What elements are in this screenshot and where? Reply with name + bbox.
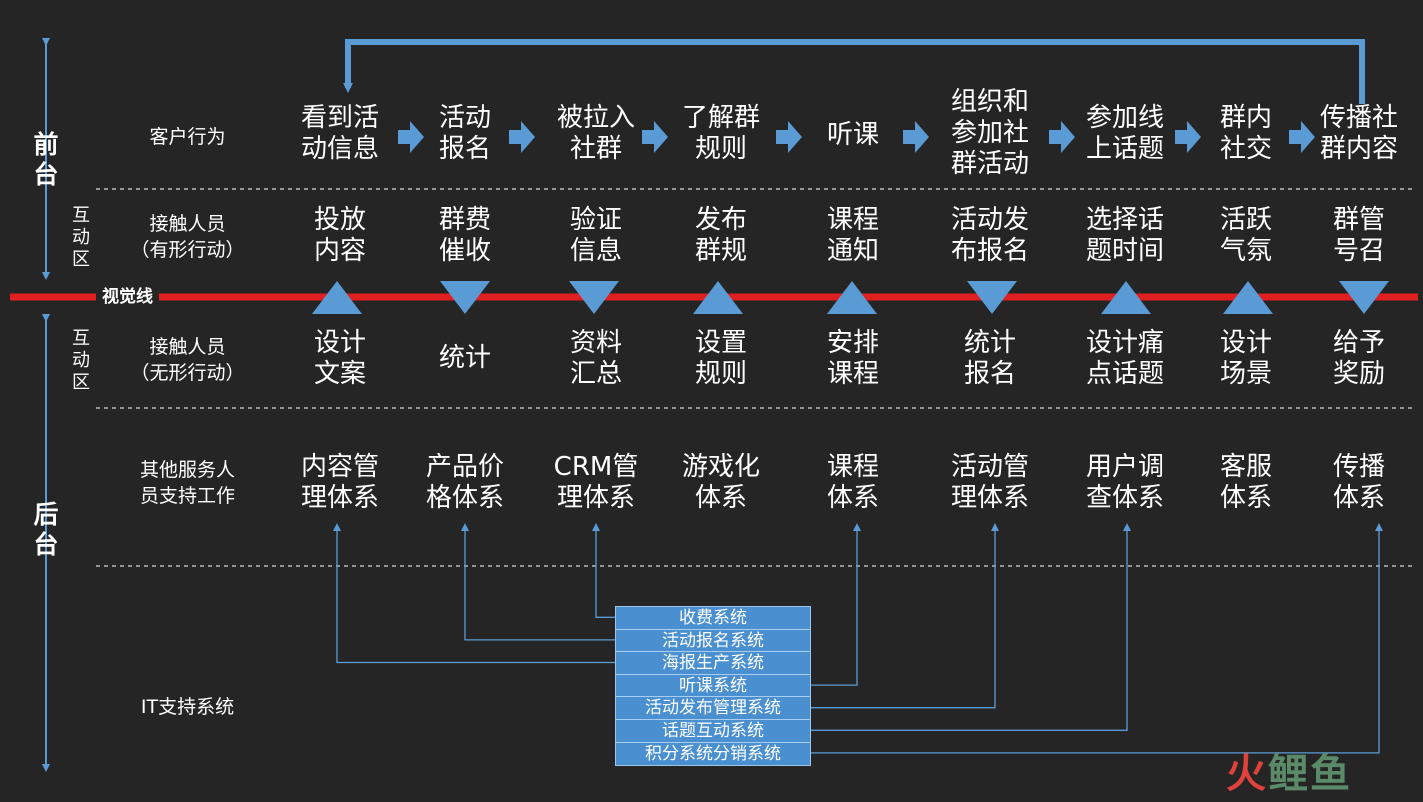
it-system-row: 听课系统 — [616, 675, 810, 698]
connector-line — [592, 523, 615, 618]
it-systems-box: 收费系统活动报名系统海报生产系统听课系统活动发布管理系统话题互动系统积分系统分销… — [615, 606, 811, 766]
triangle-up — [312, 281, 362, 314]
interaction-zone-label-upper: 互 动 区 — [72, 205, 90, 270]
triangle-down — [967, 281, 1017, 314]
invisible-action: 设计 文案 — [313, 328, 366, 389]
invisible-action: 统计 报名 — [963, 328, 1016, 389]
flow-arrow — [1049, 121, 1075, 153]
support-system: CRM管 理体系 — [553, 452, 639, 513]
row-label-support: 其他服务人 员支持工作 — [139, 459, 235, 507]
invisible-action: 资料 汇总 — [569, 328, 622, 389]
visible-action: 发布 群规 — [694, 205, 747, 266]
customer-action: 听课 — [826, 120, 879, 150]
back-zone-label: 后 台 — [33, 500, 59, 559]
connector-line — [811, 523, 999, 709]
connector-line — [461, 523, 615, 641]
visible-action: 群管 号召 — [1332, 205, 1385, 266]
flow-arrow — [509, 121, 535, 153]
connector-line — [811, 523, 861, 686]
row-label-customer: 客户行为 — [149, 126, 226, 148]
customer-action: 被拉入 社群 — [556, 103, 635, 164]
flow-arrow — [398, 121, 424, 153]
flow-arrow — [1289, 121, 1315, 153]
logo: 火鲤鱼 — [1226, 750, 1352, 797]
customer-action: 组织和 参加社 群活动 — [950, 87, 1029, 179]
front-zone-label: 前 台 — [33, 130, 59, 189]
support-system: 传播 体系 — [1332, 452, 1385, 513]
triangle-down — [440, 281, 490, 314]
interaction-triangles — [312, 281, 1389, 314]
customer-action: 群内 社交 — [1219, 103, 1272, 164]
support-system: 产品价 格体系 — [425, 452, 504, 513]
triangle-down — [569, 281, 619, 314]
row-label-visible: 接触人员 （有形行动） — [130, 213, 245, 261]
it-system-row: 收费系统 — [616, 607, 810, 630]
customer-action: 参加线 上话题 — [1085, 103, 1164, 164]
visible-action: 选择话 题时间 — [1085, 205, 1164, 266]
customer-action: 了解群 规则 — [681, 103, 760, 164]
customer-action: 看到活 动信息 — [300, 103, 379, 164]
invisible-action: 设计痛 点话题 — [1085, 328, 1164, 389]
interaction-zone-label-lower: 互 动 区 — [72, 328, 90, 393]
support-system: 游戏化 体系 — [681, 452, 760, 513]
visible-action: 课程 通知 — [826, 205, 879, 266]
row-label-invisible: 接触人员 （无形行动） — [130, 336, 245, 384]
connector-line — [333, 523, 615, 664]
triangle-up — [827, 281, 877, 314]
flow-arrow — [642, 121, 668, 153]
support-system: 活动管 理体系 — [950, 452, 1029, 513]
invisible-action: 统计 — [438, 343, 491, 373]
visible-action: 投放 内容 — [313, 205, 366, 266]
it-system-row: 话题互动系统 — [616, 720, 810, 743]
visible-action: 活跃 气氛 — [1219, 205, 1272, 266]
triangle-down — [1339, 281, 1389, 314]
flow-arrow — [1175, 121, 1201, 153]
invisible-action: 设置 规则 — [694, 328, 747, 389]
connector-line — [811, 523, 1383, 754]
flow-arrows — [398, 121, 1315, 153]
invisible-action: 给予 奖励 — [1332, 328, 1385, 389]
visibility-line-label: 视觉线 — [96, 286, 159, 308]
row-label-it: IT支持系统 — [140, 696, 235, 718]
triangle-up — [693, 281, 743, 314]
it-system-row: 活动报名系统 — [616, 630, 810, 653]
invisible-action: 安排 课程 — [826, 328, 879, 389]
support-system: 内容管 理体系 — [300, 452, 379, 513]
flow-arrow — [776, 121, 802, 153]
it-system-row: 积分系统分销系统 — [645, 743, 781, 764]
visible-action: 群费 催收 — [438, 205, 491, 266]
it-system-row: 海报生产系统 — [616, 652, 810, 675]
support-connectors — [333, 523, 1383, 754]
invisible-action: 设计 场景 — [1219, 328, 1272, 389]
support-system: 客服 体系 — [1219, 452, 1272, 513]
connector-line — [811, 523, 1131, 731]
visible-action: 验证 信息 — [569, 205, 622, 266]
support-system: 用户调 查体系 — [1085, 452, 1164, 513]
triangle-up — [1101, 281, 1151, 314]
triangle-up — [1223, 281, 1273, 314]
customer-action: 活动 报名 — [438, 103, 491, 164]
customer-action: 传播社 群内容 — [1319, 103, 1398, 164]
loop-arrow — [343, 39, 1365, 104]
it-system-row: 活动发布管理系统 — [616, 697, 810, 720]
flow-arrow — [903, 121, 929, 153]
visible-action: 活动发 布报名 — [950, 205, 1029, 266]
support-system: 课程 体系 — [826, 452, 879, 513]
